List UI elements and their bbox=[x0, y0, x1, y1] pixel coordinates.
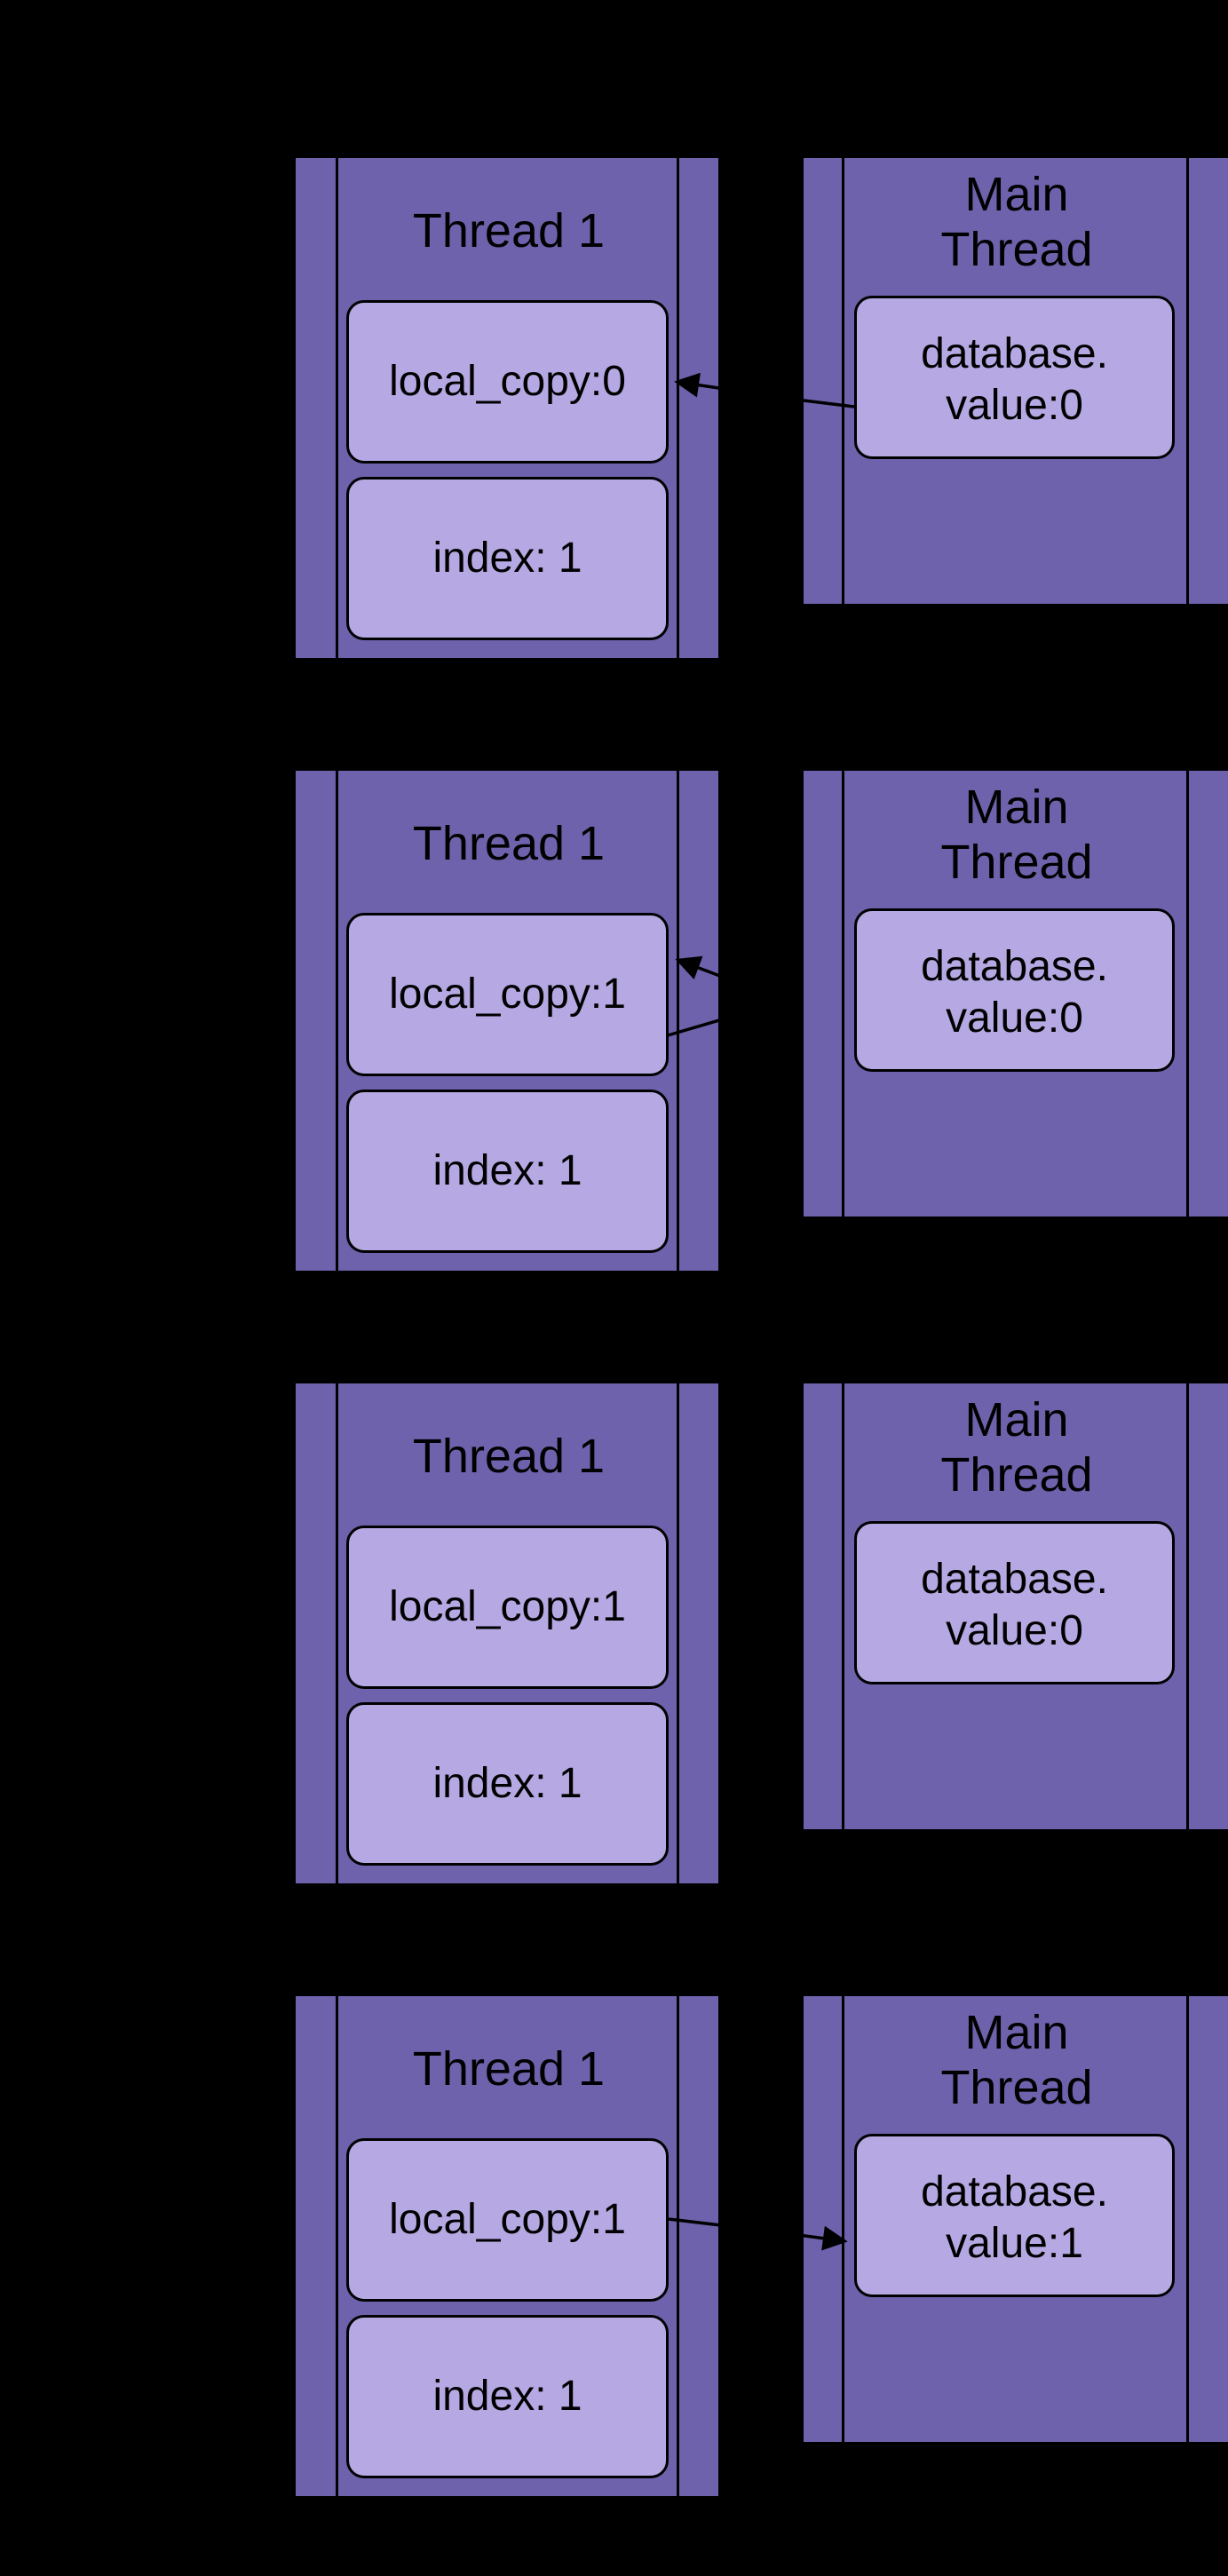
lifeline-divider bbox=[336, 1996, 338, 2496]
step-row-4: Thread 1 local_copy:1 index: 1 Main Thre… bbox=[0, 1993, 1228, 2500]
database-label: database. bbox=[921, 2168, 1108, 2215]
thread1-panel: Thread 1 local_copy:1 index: 1 bbox=[293, 768, 721, 1273]
step-row-2: Thread 1 local_copy:1 index: 1 Main Thre… bbox=[0, 768, 1228, 1274]
database-value: value:1 bbox=[946, 2220, 1083, 2267]
lifeline-divider bbox=[1186, 1383, 1189, 1829]
main-thread-panel: Main Thread database. value:0 bbox=[801, 1381, 1228, 1832]
step-row-1: Thread 1 local_copy:0 index: 1 Main Thre… bbox=[0, 155, 1228, 662]
main-thread-title: Main Thread bbox=[940, 781, 1093, 889]
thread1-title: Thread 1 bbox=[412, 2042, 606, 2096]
lifeline-divider bbox=[336, 1383, 338, 1883]
lifeline-divider bbox=[677, 1383, 679, 1883]
local-copy-value: local_copy:1 bbox=[389, 2196, 626, 2243]
database-value-box: database. value:0 bbox=[854, 296, 1175, 459]
main-thread-title: Main Thread bbox=[940, 168, 1093, 276]
database-label: database. bbox=[921, 1556, 1108, 1603]
main-thread-title: Main Thread bbox=[940, 1393, 1093, 1502]
local-copy-value: local_copy:1 bbox=[389, 971, 626, 1018]
database-value-box: database. value:0 bbox=[854, 1521, 1175, 1684]
main-thread-panel: Main Thread database. value:0 bbox=[801, 768, 1228, 1219]
thread1-title: Thread 1 bbox=[412, 1430, 606, 1483]
index-value: index: 1 bbox=[432, 2373, 582, 2420]
index-box: index: 1 bbox=[346, 1090, 669, 1253]
lifeline-divider bbox=[1186, 771, 1189, 1217]
lifeline-divider bbox=[842, 1383, 844, 1829]
lifeline-divider bbox=[677, 1996, 679, 2496]
lifeline-divider bbox=[336, 771, 338, 1271]
database-label: database. bbox=[921, 943, 1108, 990]
database-value-box: database. value:1 bbox=[854, 2134, 1175, 2297]
main-thread-panel: Main Thread database. value:0 bbox=[801, 155, 1228, 606]
local-copy-box: local_copy:1 bbox=[346, 2138, 669, 2302]
database-value: value:0 bbox=[946, 995, 1083, 1042]
thread1-title: Thread 1 bbox=[412, 204, 606, 258]
index-value: index: 1 bbox=[432, 1147, 582, 1194]
lifeline-divider bbox=[1186, 1996, 1189, 2442]
database-value: value:0 bbox=[946, 382, 1083, 429]
thread1-title: Thread 1 bbox=[412, 817, 606, 870]
local-copy-box: local_copy:1 bbox=[346, 913, 669, 1076]
index-box: index: 1 bbox=[346, 1702, 669, 1866]
lifeline-divider bbox=[842, 771, 844, 1217]
local-copy-box: local_copy:1 bbox=[346, 1526, 669, 1689]
database-value-box: database. value:0 bbox=[854, 908, 1175, 1072]
database-label: database. bbox=[921, 330, 1108, 377]
index-value: index: 1 bbox=[432, 1760, 582, 1807]
local-copy-value: local_copy:0 bbox=[389, 358, 626, 405]
index-box: index: 1 bbox=[346, 477, 669, 640]
index-value: index: 1 bbox=[432, 535, 582, 582]
main-thread-title: Main Thread bbox=[940, 2006, 1093, 2114]
thread1-panel: Thread 1 local_copy:1 index: 1 bbox=[293, 1993, 721, 2499]
local-copy-value: local_copy:1 bbox=[389, 1583, 626, 1630]
lifeline-divider bbox=[1186, 158, 1189, 604]
database-value: value:0 bbox=[946, 1607, 1083, 1654]
step-row-3: Thread 1 local_copy:1 index: 1 Main Thre… bbox=[0, 1381, 1228, 1887]
index-box: index: 1 bbox=[346, 2315, 669, 2478]
local-copy-box: local_copy:0 bbox=[346, 300, 669, 464]
thread1-panel: Thread 1 local_copy:1 index: 1 bbox=[293, 1381, 721, 1886]
main-thread-panel: Main Thread database. value:1 bbox=[801, 1993, 1228, 2445]
thread1-panel: Thread 1 local_copy:0 index: 1 bbox=[293, 155, 721, 661]
lifeline-divider bbox=[336, 158, 338, 658]
